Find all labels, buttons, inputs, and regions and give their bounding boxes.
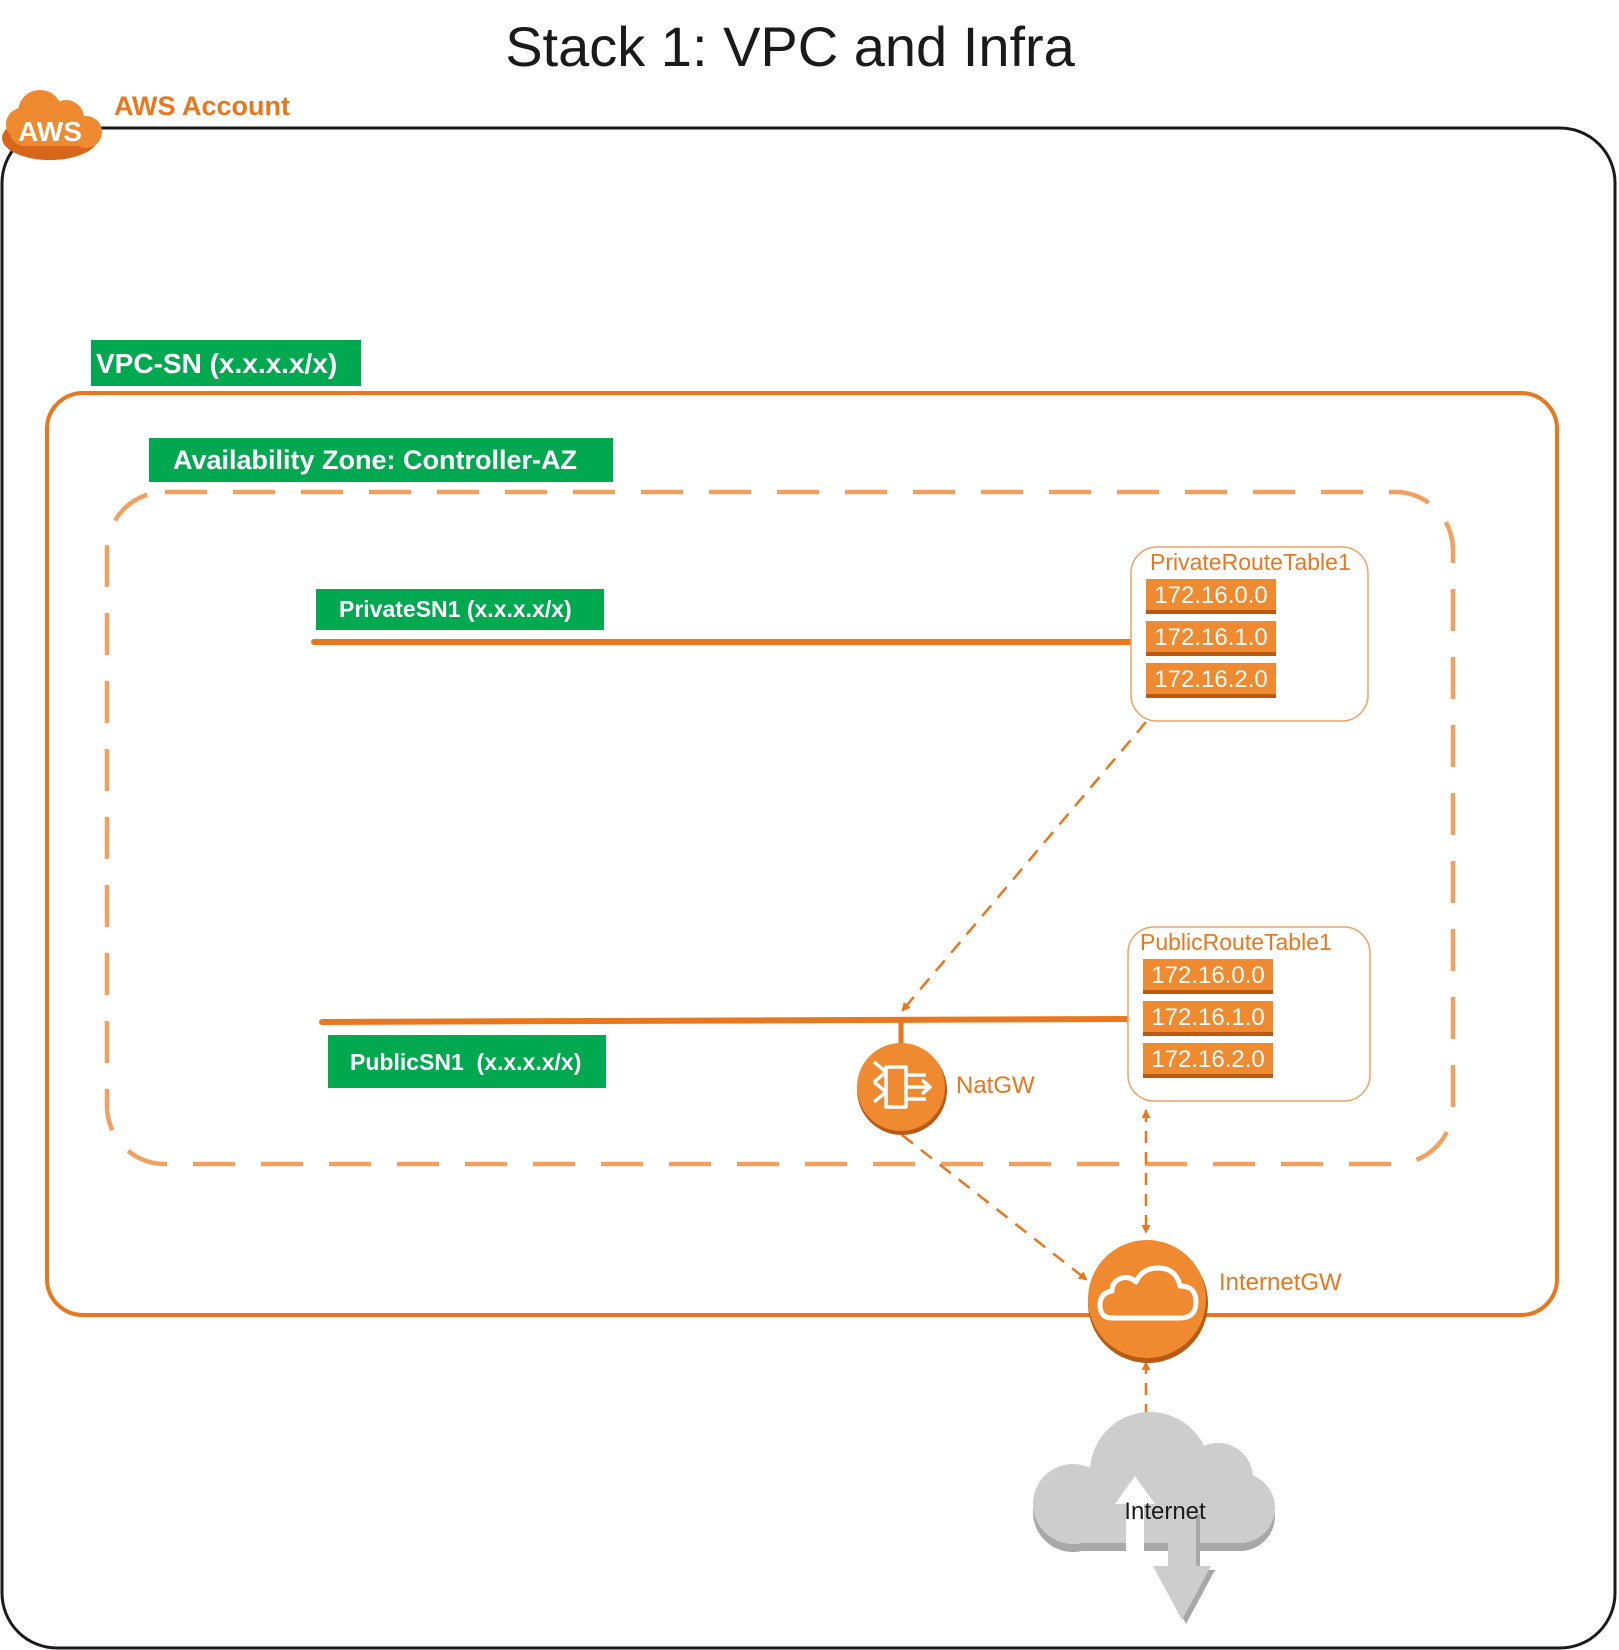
vpc-container [45,391,1559,1317]
private-route-entry-text: 172.16.1.0 [1154,624,1267,651]
availability-zone-container [104,489,1456,1167]
public-subnet-label: PublicSN1 (x.x.x.x/x) [350,1049,581,1075]
public-route-entry: 172.16.1.0 [1143,1001,1273,1036]
aws-account-label: AWS Account [114,91,290,121]
aws-account-container [0,126,1617,1650]
private-subnet-label: PrivateSN1 (x.x.x.x/x) [339,596,572,622]
natgw-label: NatGW [956,1072,1035,1099]
availability-zone-label-box [149,438,613,482]
private-route-entry: 172.16.2.0 [1146,663,1276,698]
public-route-entry: 172.16.0.0 [1143,959,1273,994]
public-route-entry: 172.16.2.0 [1143,1043,1273,1078]
nat-gateway-icon [857,1043,947,1135]
internet-gateway-icon [1088,1240,1208,1363]
diagram-title: Stack 1: VPC and Infra [505,15,1075,78]
public-route-table-title: PublicRouteTable1 [1140,929,1332,955]
aws-cloud-logo-icon [2,90,102,160]
private-route-entry: 172.16.0.0 [1146,579,1276,614]
public-route-entry-text: 172.16.0.0 [1151,962,1264,989]
availability-zone-label: Availability Zone: Controller-AZ [173,445,577,475]
public-route-entry-text: 172.16.2.0 [1151,1046,1264,1073]
private-route-table-title: PrivateRouteTable1 [1150,549,1351,575]
internet-cloud-icon [1033,1412,1275,1624]
public-route-entry-text: 172.16.1.0 [1151,1004,1264,1031]
private-route-to-natgw-arrow [901,721,1147,1012]
private-route-entry-text: 172.16.2.0 [1154,666,1267,693]
private-subnet-label-box [316,589,604,630]
vpc-label: VPC-SN (x.x.x.x/x) [96,348,337,379]
internet-label: Internet [1124,1498,1206,1525]
vpc-label-box [91,340,361,386]
public-subnet-line [319,1016,1132,1025]
natgw-to-internetgw-arrow [901,1134,1088,1281]
internetgw-label: InternetGW [1219,1269,1342,1296]
private-route-entry-text: 172.16.0.0 [1154,582,1267,609]
public-subnet-label-box [328,1035,606,1088]
private-route-entry: 172.16.1.0 [1146,621,1276,656]
aws-logo-text: AWS [18,116,82,147]
